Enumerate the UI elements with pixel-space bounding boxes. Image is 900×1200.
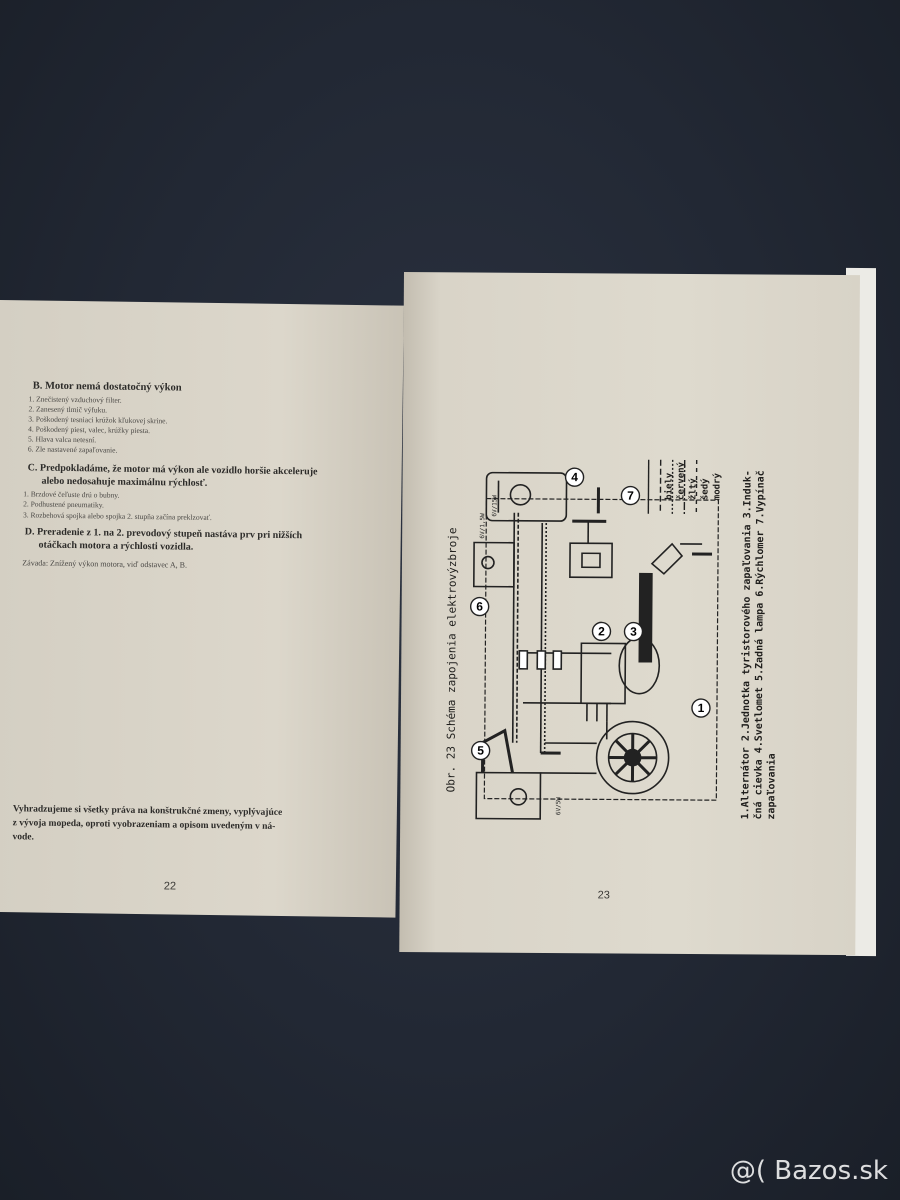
wire-color-cerveny: červený (676, 461, 687, 500)
list-item: 1. Brzdové čeľuste drú o bubny. (23, 489, 120, 500)
speedometer-rating: 6V/1,5W (479, 513, 486, 539)
list-item: 4. Poškodený piest, valec, krúžky piesta… (28, 424, 151, 436)
headlight-rating: 6V/15W (491, 495, 498, 517)
wire-color-biely: biely (664, 472, 675, 500)
left-page: B. Motor nemá dostatočný výkon 1. Znečis… (0, 300, 404, 918)
wiring-diagram: 4 7 6 2 3 1 5 6V/15W 6V/1,5W 6V/5W (469, 459, 720, 820)
component-number-label: 5 (477, 744, 484, 758)
list-item: 1. Znečistený vzduchový filter. (28, 394, 122, 405)
wire-color-zlty: žltý (688, 478, 699, 501)
footer-line3: vode. (12, 832, 34, 843)
list-item: 6. Zle nastavené zapaľovanie. (27, 444, 118, 455)
component-number-label: 1 (698, 701, 705, 715)
marker-4: 4 (564, 467, 585, 487)
component-number-label: 7 (627, 489, 634, 503)
marker-2: 2 (591, 621, 612, 642)
wire-color-modry: modrý (712, 473, 723, 501)
footer-line1: Vyhradzujeme si všetky práva na konštruk… (12, 804, 283, 818)
section-c-title-line2: alebo nedosahuje maximálnu rýchlosť. (41, 475, 208, 489)
list-item: 3. Rozbehová spojka alebo spojka 2. stup… (22, 510, 212, 522)
component-number-label: 4 (571, 470, 578, 484)
legend-line3: zapaľovania (766, 753, 778, 820)
section-b-title: B. Motor nemá dostatočný výkon (32, 380, 182, 394)
watermark-logo: @( Bazos.sk (729, 1156, 888, 1186)
footer-line2: z vývoja mopeda, oproti vyobrazeniam a o… (12, 818, 276, 832)
right-page: 4 7 6 2 3 1 5 6V/15W 6V/1,5W 6V/5W Obr. … (399, 272, 860, 956)
marker-7: 7 (620, 485, 641, 506)
component-number-label: 3 (630, 625, 637, 639)
figure-caption: Obr. 23 Schéma zapojenia elektrovýzbroje (444, 527, 460, 793)
component-number-label: 2 (598, 624, 605, 638)
list-item: 2. Podhustené pneumatiky. (23, 499, 104, 510)
taillight-rating: 6V/5W (555, 797, 562, 815)
list-item: 5. Hlava valca netesní. (28, 434, 97, 445)
marker-3: 3 (623, 621, 644, 642)
wire-color-sedy: šedý (700, 478, 711, 501)
section-d-title-line2: otáčkach motora a rýchlosti vozidla. (38, 539, 194, 553)
page-number-left: 22 (163, 880, 177, 893)
list-item: 2. Zanesený tlmič výfuku. (28, 404, 108, 415)
page-number-right: 23 (597, 889, 610, 902)
marker-6: 6 (469, 596, 490, 617)
marker-5: 5 (470, 740, 491, 761)
marker-1: 1 (691, 698, 711, 718)
zavada-text: Závada: Znížený výkon motora, viď odstav… (22, 558, 188, 570)
component-number-label: 6 (476, 600, 483, 614)
